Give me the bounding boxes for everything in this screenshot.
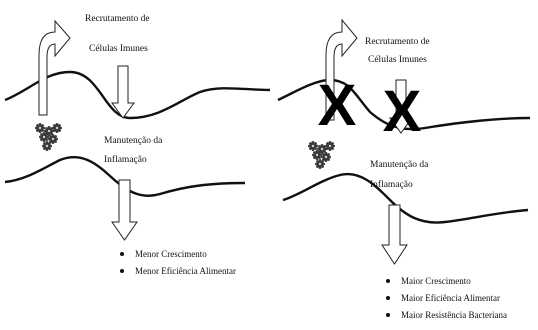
left-outcome-item: Menor Crescimento [117, 246, 236, 263]
left-immune-cells-icon [35, 123, 62, 151]
left-outcome-item: Menor Eficiência Alimentar [117, 263, 236, 280]
right-outcome-item: Maior Resistência Bacteriana [383, 307, 507, 324]
right-recruitment-label-line2: Células Imunes [368, 55, 427, 67]
right-block-mark-2: X [383, 79, 422, 144]
right-outcome-item: Maior Crescimento [383, 273, 507, 290]
left-recruitment-label-line2: Células Imunes [89, 44, 148, 56]
right-immune-cells-icon [308, 141, 335, 169]
right-recruitment-label-line1: Recrutamento de [365, 37, 430, 49]
right-inflammation-label-line2: Inflamação [370, 180, 413, 192]
left-outcomes-list: Menor Crescimento Menor Eficiência Alime… [117, 246, 236, 280]
left-inflammation-down-arrow-icon [112, 180, 137, 240]
right-inflammation-down-arrow-icon [382, 205, 407, 264]
left-recruitment-label-line1: Recrutamento de [85, 14, 150, 26]
right-outcomes-list: Maior Crescimento Maior Eficiência Alime… [383, 273, 507, 324]
left-inflammation-label-line1: Manutenção da [104, 136, 162, 148]
left-inflammation-label-line2: Inflamação [104, 155, 147, 167]
right-block-mark-1: X [318, 73, 357, 138]
right-outcome-item: Maior Eficiência Alimentar [383, 290, 507, 307]
left-recruitment-arrow-icon [39, 21, 70, 115]
right-inflammation-label-line1: Manutenção da [370, 160, 428, 172]
